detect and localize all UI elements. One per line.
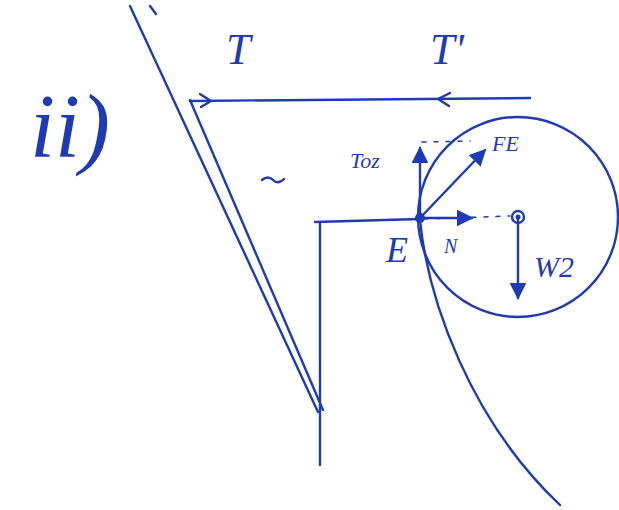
force-label: T' <box>430 28 464 72</box>
force-arrow <box>419 148 421 218</box>
wedge-edge <box>190 100 323 410</box>
force-label: W2 <box>534 252 574 282</box>
rope-line <box>190 98 530 101</box>
force-arrow <box>420 217 472 219</box>
cylinder-outline <box>418 117 618 317</box>
centre-point <box>516 215 521 220</box>
force-arrow <box>517 217 519 298</box>
contact-point <box>415 213 425 223</box>
point-label: E <box>386 232 408 268</box>
wedge-mark <box>150 6 156 14</box>
force-label: Toz <box>350 150 380 172</box>
force-arrow <box>420 150 485 218</box>
centre-point <box>512 211 524 223</box>
step-edge <box>319 222 321 465</box>
tension-arrowhead <box>438 93 450 106</box>
tension-arrowhead <box>200 94 211 107</box>
dashed-line <box>422 141 470 142</box>
part-number: ii) <box>30 82 110 172</box>
tilde-mark <box>262 178 284 183</box>
force-label: T <box>226 28 250 72</box>
force-label: FE <box>492 133 519 155</box>
force-label: N <box>444 236 457 256</box>
step-edge <box>315 219 420 222</box>
wedge-edge <box>130 6 318 412</box>
